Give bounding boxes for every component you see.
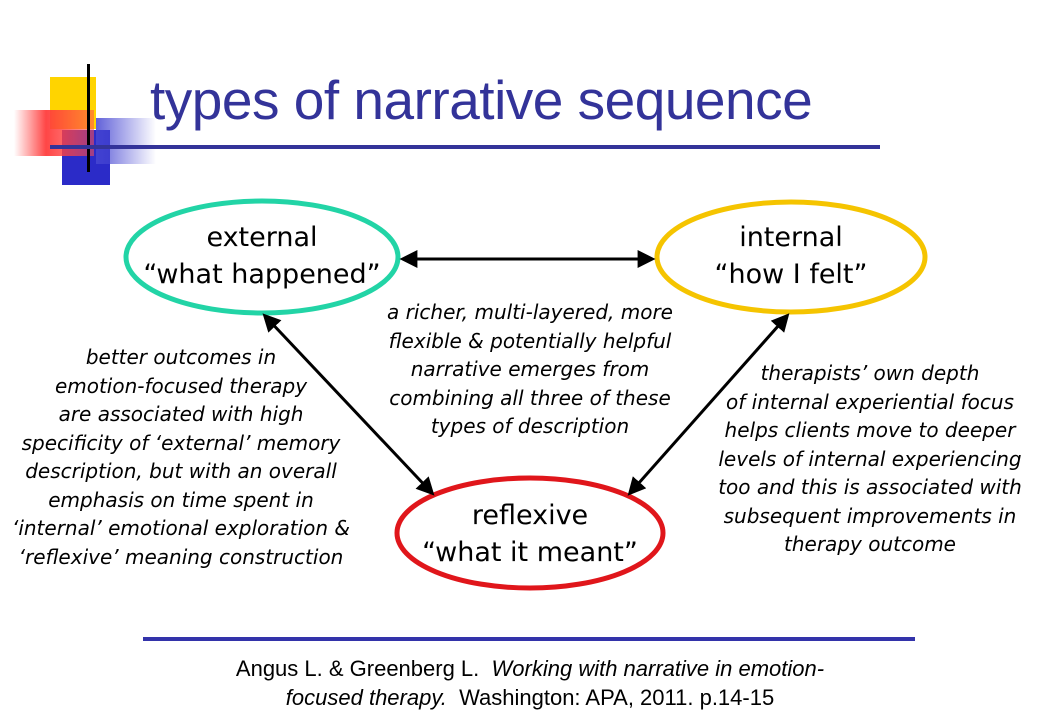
citation-title-part2: focused therapy. xyxy=(285,685,447,710)
left-note-line: specificity of ‘external’ memory xyxy=(21,430,341,455)
internal-subtitle: “how I felt” xyxy=(714,259,868,290)
title-underline xyxy=(50,145,880,149)
left-note-line: are associated with high xyxy=(58,402,304,426)
right-note-line: too and this is associated with xyxy=(718,475,1022,499)
left-note: better outcomes in emotion-focused thera… xyxy=(6,343,356,571)
right-note-line: levels of internal experiencing xyxy=(718,446,1022,471)
footer-rule xyxy=(143,637,915,641)
citation-authors: Angus L. & Greenberg L. xyxy=(235,656,480,681)
internal-ellipse xyxy=(654,199,928,315)
left-note-line: emotion-focused therapy xyxy=(54,373,308,398)
right-note: therapists’ own depth of internal experi… xyxy=(700,359,1040,559)
center-note-line: narrative emerges from xyxy=(410,357,650,381)
logo-blue-fade xyxy=(96,118,156,164)
citation-line-2: focused therapy. Washington: APA, 2011. … xyxy=(140,683,920,712)
internal-node-label: internal “how I felt” xyxy=(668,219,914,293)
left-note-line: emphasis on time spent in xyxy=(48,487,314,512)
center-note-line: combining all three of these xyxy=(389,385,671,410)
arrow-internal-reflexive xyxy=(627,313,790,496)
left-note-line: description, but with an overall xyxy=(25,459,337,483)
logo-vertical-line xyxy=(87,64,90,172)
slide-title: types of narrative sequence xyxy=(150,69,813,131)
citation-title-part1: Working with narrative in emotion- xyxy=(491,656,825,681)
reflexive-ellipse xyxy=(394,475,666,591)
external-label: external xyxy=(206,222,318,253)
left-note-line: ‘reflexive’ meaning construction xyxy=(18,544,344,569)
right-note-line: therapists’ own depth xyxy=(760,361,980,385)
citation-line-1: Angus L. & Greenberg L. Working with nar… xyxy=(140,654,920,683)
external-subtitle: “what happened” xyxy=(143,259,381,290)
left-note-line: ‘internal’ emotional exploration & xyxy=(11,516,351,540)
right-note-line: therapy outcome xyxy=(784,532,956,556)
center-note-line: types of description xyxy=(430,414,630,438)
internal-label: internal xyxy=(739,222,843,253)
center-note-line: a richer, multi-layered, more xyxy=(387,300,673,324)
right-note-line: helps clients move to deeper xyxy=(724,418,1016,442)
slide-logo xyxy=(0,0,160,200)
center-note-line: flexible & potentially helpful xyxy=(388,328,672,353)
left-note-line: better outcomes in xyxy=(85,345,277,369)
reflexive-node-label: reflexive “what it meant” xyxy=(410,497,650,571)
right-note-line: of internal experiential focus xyxy=(726,389,1014,414)
citation-publisher: Washington: APA, 2011. p.14-15 xyxy=(459,685,775,710)
arrow-external-reflexive xyxy=(262,313,435,496)
external-node-label: external “what happened” xyxy=(140,219,384,293)
reflexive-subtitle: “what it meant” xyxy=(422,537,638,568)
center-note: a richer, multi-layered, more flexible &… xyxy=(365,298,695,441)
reflexive-label: reflexive xyxy=(471,500,589,531)
external-ellipse xyxy=(123,198,401,316)
right-note-line: subsequent improvements in xyxy=(723,503,1017,528)
citation: Angus L. & Greenberg L. Working with nar… xyxy=(140,654,920,712)
